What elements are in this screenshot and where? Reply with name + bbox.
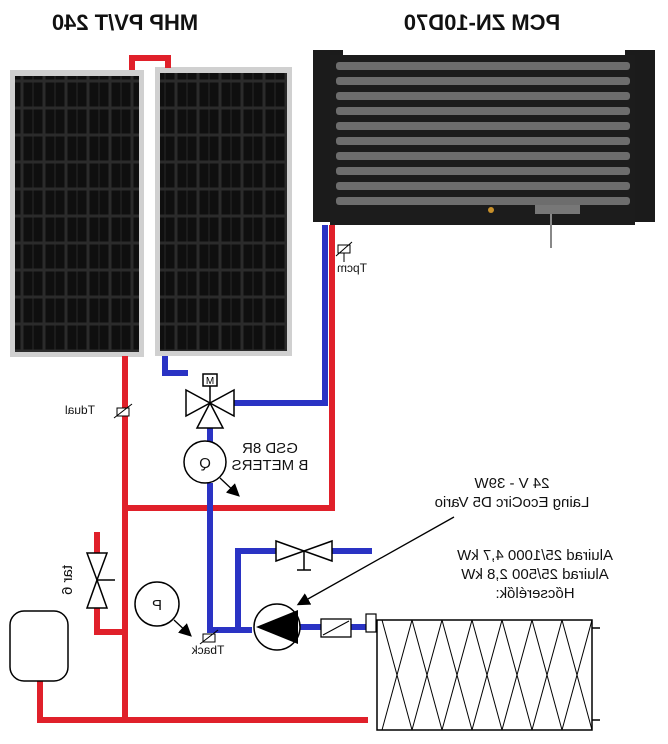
svg-text:Aluirad 25/1000 4,7 kW: Aluirad 25/1000 4,7 kW <box>456 547 613 564</box>
svg-text:PCM ZN-10D70: PCM ZN-10D70 <box>404 10 560 35</box>
svg-text:B METERS: B METERS <box>232 457 309 474</box>
expansion-tank <box>9 610 69 682</box>
cold-pipes <box>162 225 372 633</box>
tdual-label: Tdual <box>65 403 95 417</box>
svg-text:MHP PV/T 240: MHP PV/T 240 <box>52 10 198 35</box>
tank-valve[interactable] <box>85 552 115 609</box>
pvt-panel-left <box>10 70 144 357</box>
svg-text:Laing EcoCirc D5 Vario: Laing EcoCirc D5 Vario <box>435 494 590 511</box>
tback-label: Tback <box>191 643 225 657</box>
svg-text:24 V - 39W: 24 V - 39W <box>474 475 550 492</box>
heat-exchanger-label: Aluirad 25/1000 4,7 kW Aluirad 25/500 2,… <box>456 547 613 602</box>
pressure-symbol: P <box>152 597 162 614</box>
flow-meter: Q <box>183 440 240 497</box>
pump-leader-arrow <box>296 516 455 606</box>
heat-exchanger <box>365 613 600 731</box>
pump-label: 24 V - 39W Laing EcoCirc D5 Vario <box>435 475 590 511</box>
collector-sensor-dot <box>488 207 494 213</box>
tdual-sensor <box>113 403 133 419</box>
pvt-title: MHP PV/T 240 <box>52 10 198 35</box>
svg-text:tar 6: tar 6 <box>59 565 76 595</box>
flow-meter-label: GSD 8R B METERS <box>232 440 309 474</box>
strainer <box>320 618 352 638</box>
circulation-pump[interactable] <box>253 603 301 651</box>
pcm-collector <box>313 50 655 248</box>
svg-text:Tdual: Tdual <box>65 403 95 417</box>
svg-text:Hőcserélők:: Hőcserélők: <box>495 585 574 602</box>
svg-text:Tpcm: Tpcm <box>337 261 367 275</box>
pcm-title: PCM ZN-10D70 <box>404 10 560 35</box>
tpcm-label: Tpcm <box>337 261 367 275</box>
tpcm-sensor <box>335 241 353 262</box>
balancing-valve[interactable] <box>275 539 333 571</box>
svg-text:Aluirad 25/500 2,8 kW: Aluirad 25/500 2,8 kW <box>460 566 608 583</box>
three-way-valve[interactable]: M <box>185 373 235 429</box>
hot-pipes <box>37 225 368 723</box>
tank-label: tar 6 <box>59 565 76 595</box>
collector-fitting <box>535 205 580 214</box>
tback-sensor <box>199 629 219 645</box>
flow-meter-symbol: Q <box>199 455 211 472</box>
valve-actuator-glyph: M <box>206 376 214 387</box>
pvt-panel-right <box>155 67 292 356</box>
pressure-gauge: P <box>134 581 192 637</box>
panel-top-connector <box>129 55 171 70</box>
svg-text:GSD 8R: GSD 8R <box>242 440 298 457</box>
svg-text:Tback: Tback <box>191 643 225 657</box>
collector-tubes <box>336 62 630 205</box>
